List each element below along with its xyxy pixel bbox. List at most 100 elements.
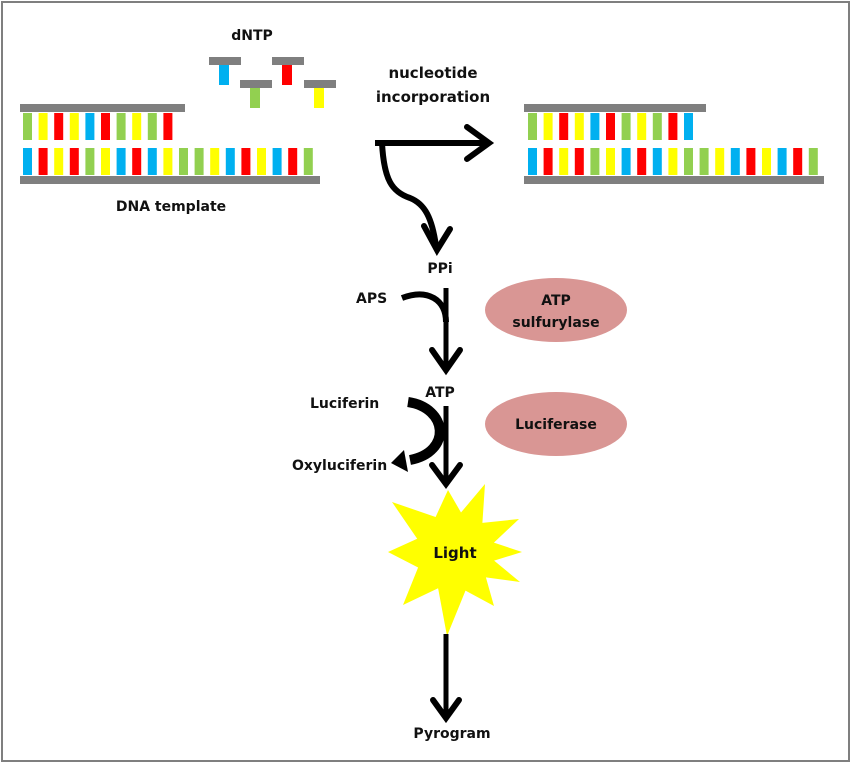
dntp-backbone [209,57,241,65]
left-primer-base-C [132,113,142,140]
right-primer-base-T [668,113,678,140]
ppi-release-arrow [379,142,453,256]
luciferase-label: Luciferase [515,417,597,433]
right-primer-base-C [574,113,584,140]
right-primer-base-T [559,113,569,140]
left-template-base-C [163,148,173,175]
dntp-A [209,57,241,85]
right-template-base-G [684,148,693,175]
light-to-pyrogram-arrow [430,634,462,724]
left-template-base-A [23,148,32,175]
atp-sulfurylase-label-line2: sulfurylase [512,315,599,331]
dntp-label: dNTP [231,28,273,44]
left-template-base-T [38,148,48,175]
dntp-backbone [304,80,336,88]
pyrogram-label: Pyrogram [413,726,490,742]
right-primer-base-A [590,113,600,140]
dntp-group [209,57,336,108]
left-template-backbone [20,176,320,184]
left-primer-base-C [69,113,79,140]
left-template-base-A [225,148,235,175]
left-template-base-A [116,148,126,175]
left-primer-bases [23,113,173,140]
right-primer-base-C [637,113,647,140]
right-primer-base-G [652,113,662,140]
left-primer-base-G [23,113,32,140]
right-template-base-A [730,148,740,175]
aps-label: APS [356,291,387,307]
ppi-label: PPi [427,261,452,277]
left-template-base-C [210,148,220,175]
left-template-base-T [132,148,142,175]
right-template-base-T [574,148,584,175]
dntp-C [304,80,336,108]
right-template-backbone [524,176,824,184]
dntp-base-A [219,65,229,85]
left-primer-backbone [20,104,185,112]
left-primer-base-G [147,113,157,140]
dntp-backbone [272,57,304,65]
incorporation-arrow [375,124,495,162]
left-primer-base-T [54,113,64,140]
left-template-base-T [288,148,298,175]
left-template-base-G [194,148,204,175]
right-template-base-G [590,148,600,175]
dna-template-label: DNA template [116,199,226,215]
left-template-base-T [241,148,251,175]
dntp-T [272,57,304,85]
left-template-base-T [69,148,79,175]
left-primer-base-A [85,113,95,140]
right-template-bases [528,148,818,175]
left-dna-duplex [20,104,320,184]
right-primer-base-A [684,113,693,140]
right-dna-duplex [524,104,824,184]
ppi-to-atp-arrow [429,288,463,376]
right-template-base-G [699,148,709,175]
left-template-base-G [303,148,313,175]
light-burst: Light [388,484,522,636]
left-template-base-C [257,148,266,175]
right-primer-base-T [606,113,615,140]
left-template-base-C [54,148,64,175]
right-template-base-T [793,148,803,175]
dntp-base-T [282,65,292,85]
left-primer-base-T [163,113,173,140]
luciferin-conversion-arrow [391,397,445,472]
right-template-base-A [621,148,631,175]
right-template-base-C [668,148,678,175]
right-primer-base-C [543,113,553,140]
left-primer-base-C [38,113,48,140]
dntp-base-G [250,88,260,108]
right-primer-bases [528,113,693,140]
right-template-base-T [637,148,647,175]
right-template-base-C [762,148,771,175]
left-template-base-A [147,148,157,175]
left-template-base-A [272,148,282,175]
atp-to-light-arrow [429,406,463,490]
dntp-backbone [240,80,272,88]
atp-sulfurylase-enzyme: ATP sulfurylase [485,278,627,342]
right-primer-backbone [524,104,706,112]
luciferase-enzyme: Luciferase [485,392,627,456]
right-template-base-G [808,148,818,175]
right-template-base-T [543,148,553,175]
atp-label: ATP [425,385,455,401]
left-template-base-G [85,148,95,175]
luciferin-label: Luciferin [310,396,379,412]
right-primer-base-G [528,113,537,140]
left-template-base-G [179,148,188,175]
right-template-base-A [528,148,537,175]
left-primer-base-G [116,113,126,140]
left-template-bases [23,148,313,175]
right-primer-base-G [621,113,631,140]
nucleotide-incorporation-label-line1: nucleotide [388,64,477,82]
right-template-base-T [746,148,756,175]
right-template-base-A [652,148,662,175]
atp-sulfurylase-label-line1: ATP [541,293,571,309]
right-template-base-A [777,148,787,175]
left-primer-base-T [101,113,110,140]
light-star-shape [388,484,522,636]
right-template-base-C [559,148,569,175]
